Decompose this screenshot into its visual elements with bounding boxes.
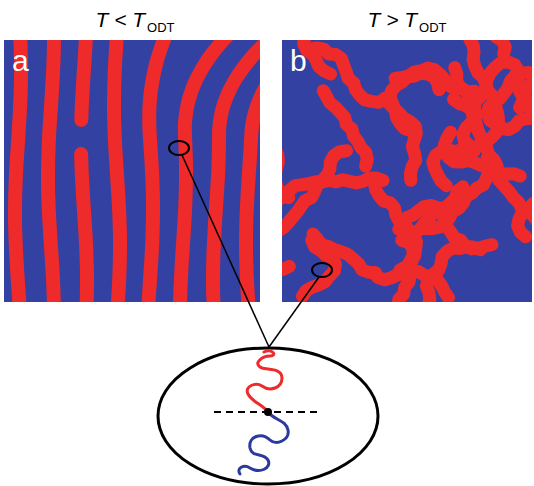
lamella bbox=[48, 40, 54, 302]
lamella bbox=[114, 40, 120, 302]
temperature-subscript: ODT bbox=[147, 21, 174, 34]
domain bbox=[496, 175, 532, 223]
lamella bbox=[81, 40, 86, 120]
panel-letter: a bbox=[12, 46, 29, 76]
domain bbox=[282, 96, 289, 198]
zoom-ellipse bbox=[158, 348, 378, 484]
lamella bbox=[15, 40, 21, 302]
blue-block bbox=[239, 412, 288, 474]
red-block bbox=[247, 351, 282, 412]
lamella bbox=[81, 154, 87, 302]
leader-line bbox=[182, 155, 269, 347]
domain bbox=[313, 234, 376, 273]
panel-letter: b bbox=[290, 46, 307, 76]
temperature-label: T < T bbox=[95, 9, 145, 30]
domain bbox=[282, 195, 289, 270]
zoom-marker bbox=[169, 141, 189, 155]
domain bbox=[390, 73, 439, 131]
leader-line bbox=[269, 277, 319, 347]
temperature-subscript: ODT bbox=[419, 21, 446, 34]
lamella bbox=[246, 40, 260, 302]
domain bbox=[485, 40, 506, 54]
domain bbox=[520, 81, 532, 107]
domain bbox=[304, 40, 331, 74]
junction-point bbox=[264, 408, 272, 416]
domain bbox=[373, 240, 414, 302]
lamellar-stripes bbox=[15, 40, 260, 302]
lamella bbox=[148, 40, 166, 302]
zoom-marker bbox=[312, 263, 332, 277]
temperature-label: T > T bbox=[367, 9, 417, 30]
disordered-domains bbox=[282, 40, 532, 302]
domain bbox=[433, 124, 498, 186]
domain bbox=[282, 178, 383, 199]
